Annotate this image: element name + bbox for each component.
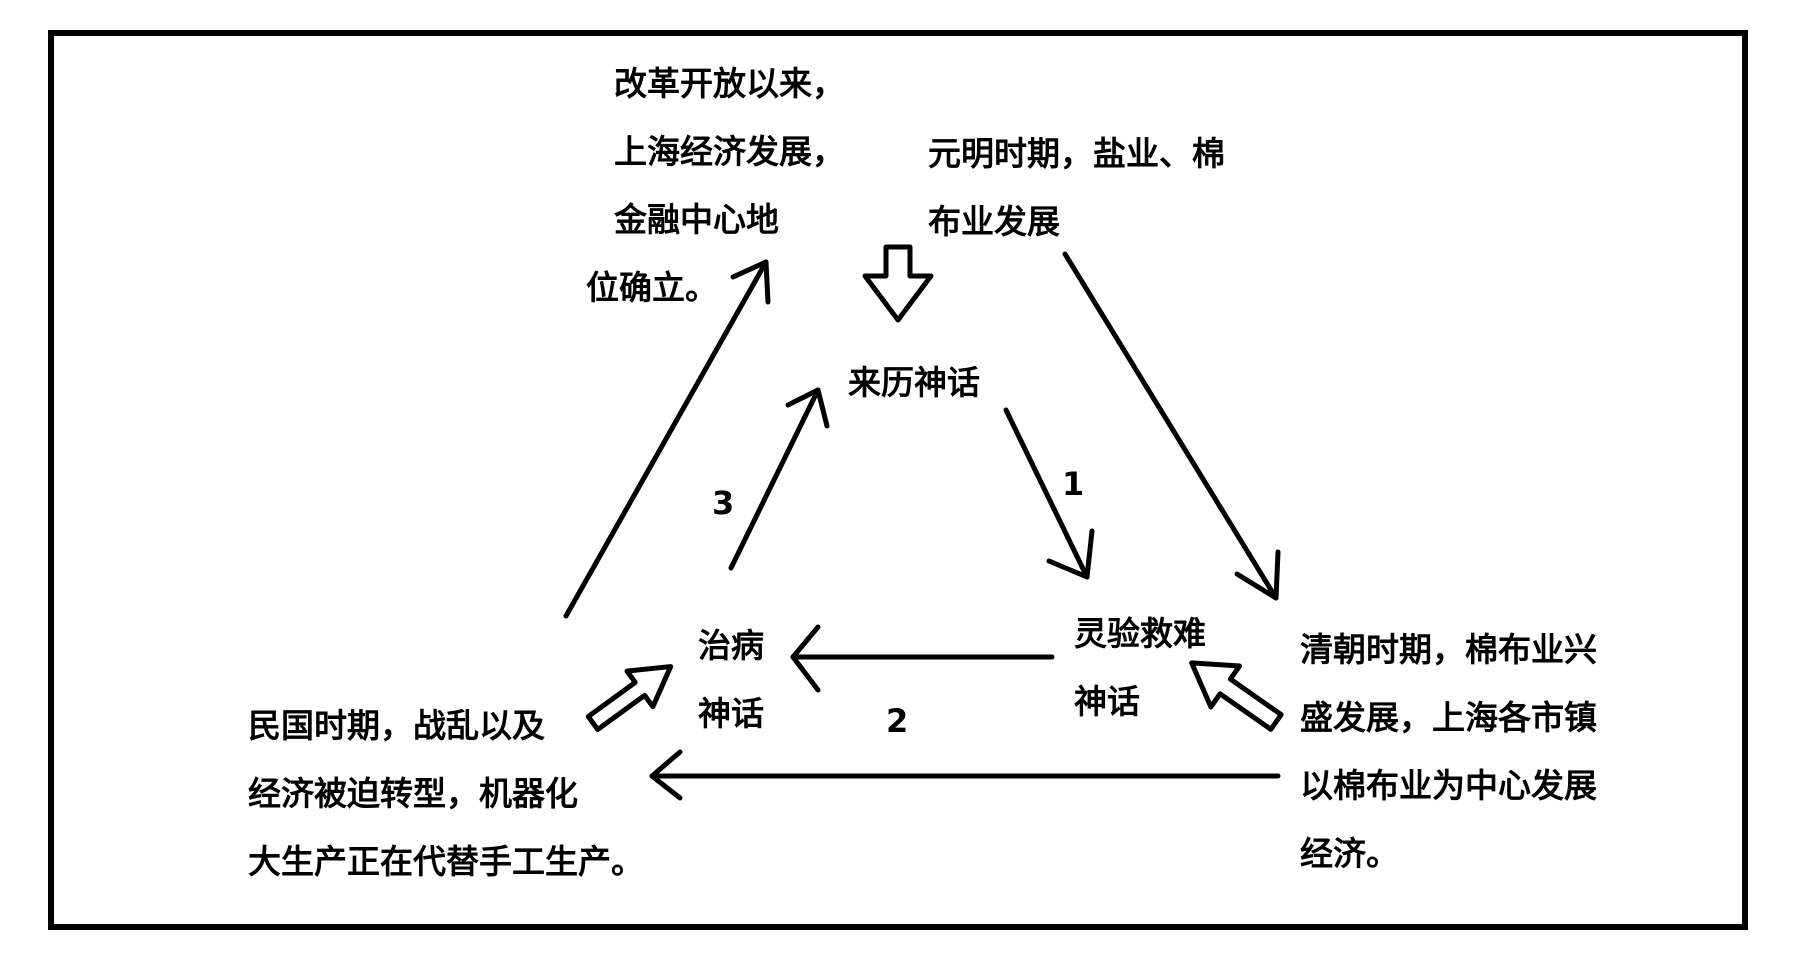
arrow-qing-to-republic-head bbox=[649, 749, 683, 801]
arrow-1-head bbox=[1046, 528, 1095, 580]
arrow-yuanming-to-qing bbox=[1062, 251, 1279, 601]
block-arrow-to-rescue bbox=[1189, 660, 1284, 732]
arrow-2-head bbox=[790, 624, 821, 693]
reform-era-text: 改革开放以来， 上海经济发展， 金融中心地 位确立。 bbox=[586, 64, 845, 307]
yuan-ming-text: 元明时期，盐业、棉 布业发展 bbox=[928, 134, 1225, 241]
qing-era-text: 清朝时期，棉布业兴 盛发展，上海各市镇 以棉布业为中心发展 经济。 bbox=[1300, 630, 1597, 873]
arrow-yuanming-head bbox=[1234, 549, 1281, 601]
arrow-label-1: 1 bbox=[1062, 465, 1085, 503]
arrow-label-2: 2 bbox=[886, 702, 909, 740]
arrow-3-head bbox=[785, 387, 830, 429]
healing-myth-node: 治病 神话 bbox=[698, 626, 764, 733]
arrow-label-3: 3 bbox=[712, 484, 735, 522]
block-arrow-to-healing bbox=[585, 664, 674, 732]
republic-era-text: 民国时期，战乱以及 经济被迫转型，机器化 大生产正在代替手工生产。 bbox=[248, 706, 644, 881]
diagram-frame bbox=[48, 30, 1748, 930]
rescue-myth-node: 灵验救难 神话 bbox=[1074, 614, 1206, 721]
origin-myth-node: 来历神话 bbox=[848, 363, 980, 402]
arrow-1-origin-to-rescue bbox=[1003, 407, 1090, 580]
arrow-3-healing-to-origin bbox=[728, 387, 821, 571]
arrow-republic-head bbox=[730, 259, 771, 305]
block-arrow-down bbox=[862, 244, 934, 323]
arrow-republic-to-reform bbox=[563, 259, 769, 619]
